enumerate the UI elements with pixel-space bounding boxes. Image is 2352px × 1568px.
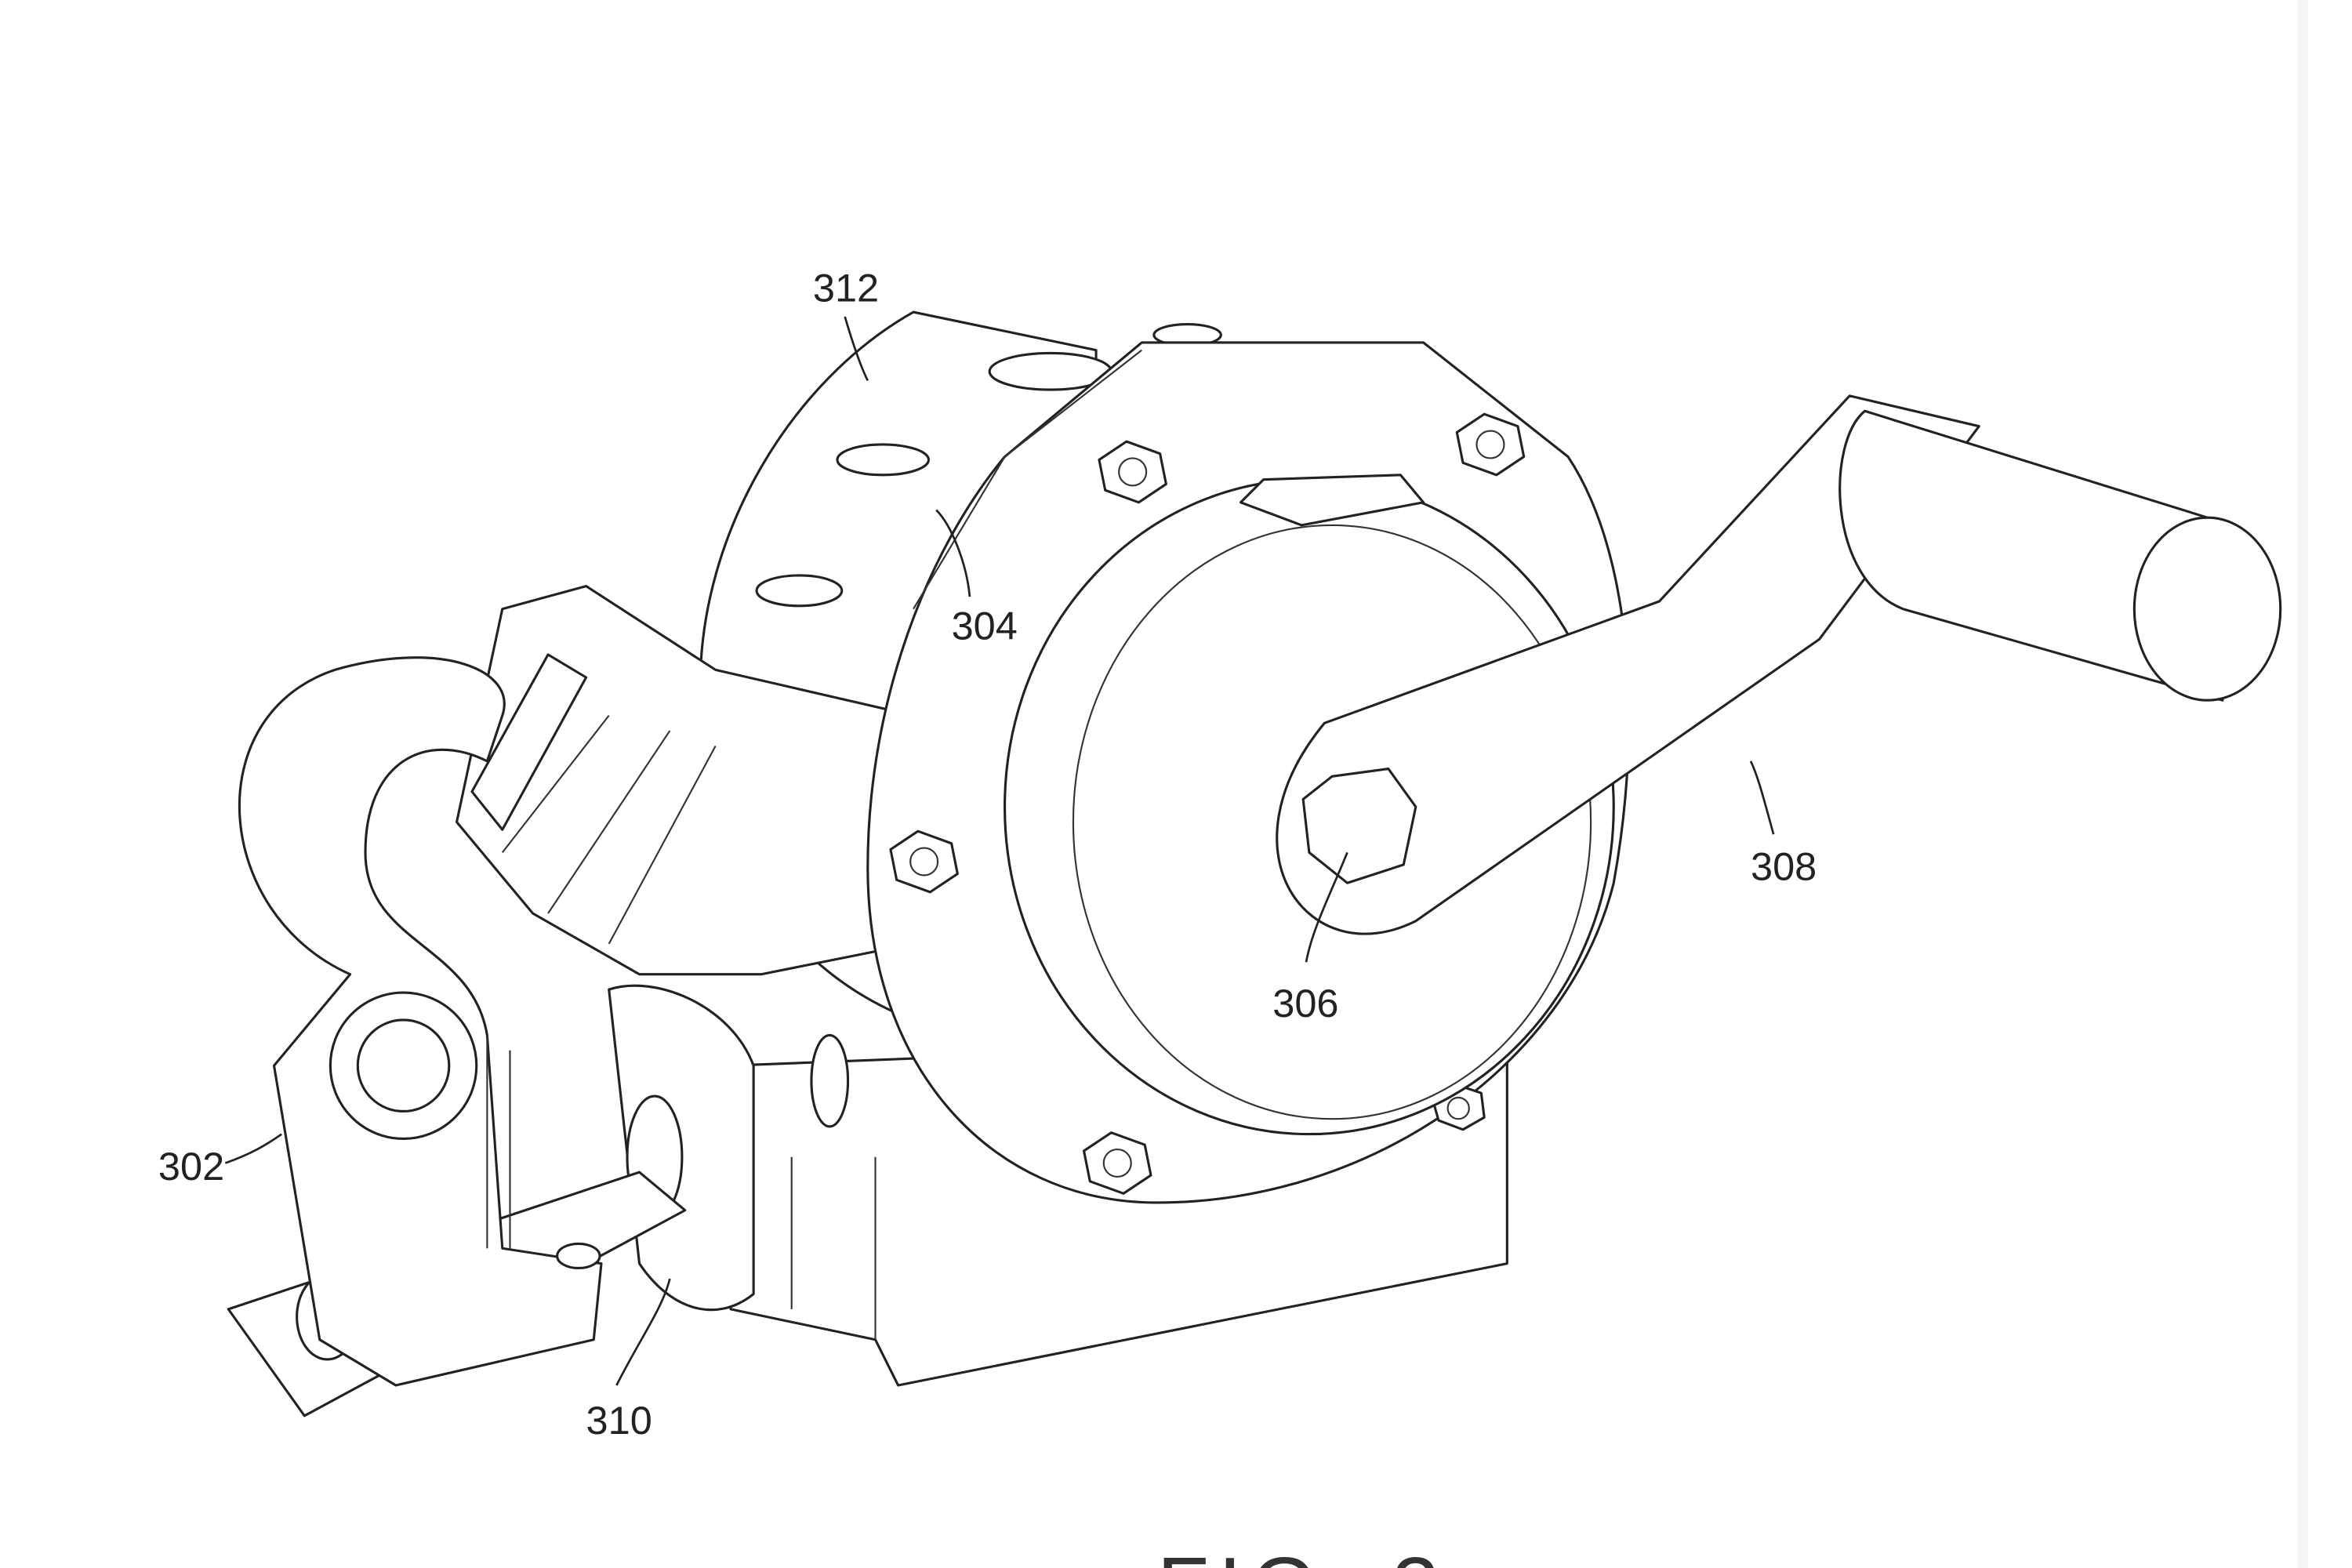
- hook-302: [238, 656, 603, 1387]
- label-302: 302: [158, 1144, 224, 1189]
- bolts: [889, 412, 1526, 1195]
- figure-caption: FIG. 3: [1157, 1541, 1449, 1568]
- shaft-nut-306: [1301, 768, 1417, 884]
- label-308: 308: [1751, 844, 1817, 888]
- label-312: 312: [813, 265, 879, 310]
- label-306: 306: [1272, 981, 1338, 1025]
- hex-bolt: [1098, 440, 1167, 504]
- hex-bolt: [889, 829, 959, 894]
- crank-handle-308: [1276, 394, 2282, 935]
- label-310: 310: [586, 1398, 652, 1443]
- page-edge-shadow: [2297, 0, 2308, 1568]
- leader-lines: [224, 316, 1775, 1386]
- hex-bolt: [1082, 1131, 1152, 1195]
- hex-bolt: [1455, 412, 1526, 477]
- label-304: 304: [952, 604, 1018, 648]
